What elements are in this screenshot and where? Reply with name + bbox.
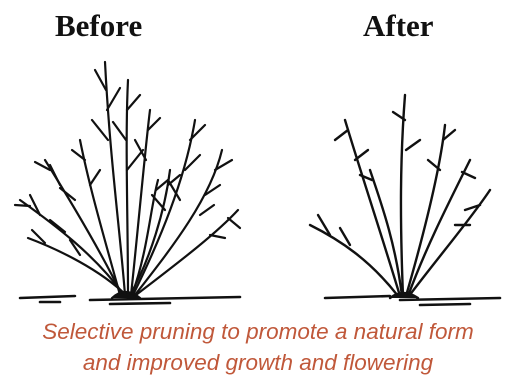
caption-line-2: and improved growth and flowering	[0, 352, 516, 375]
dense-unpruned-shrub-icon	[15, 62, 240, 304]
shrub-illustrations	[0, 0, 516, 320]
caption-line-1: Selective pruning to promote a natural f…	[0, 321, 516, 344]
thinned-pruned-shrub-icon	[310, 95, 500, 305]
